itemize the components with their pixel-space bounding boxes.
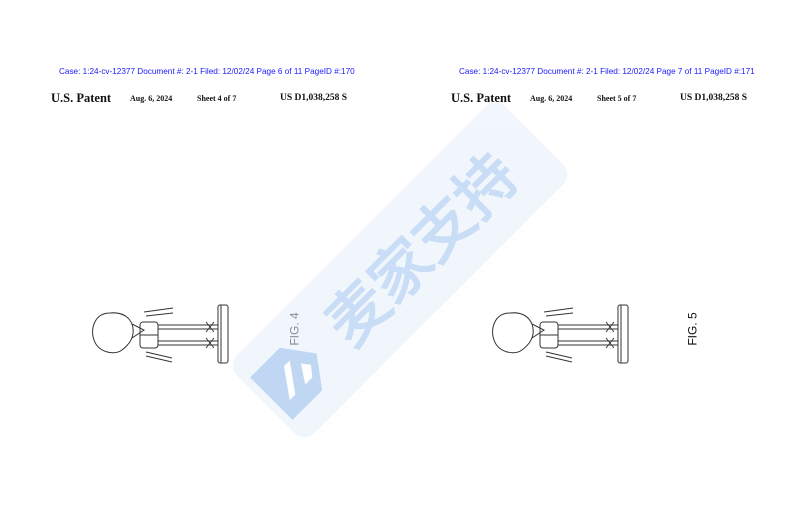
patent-title: U.S. Patent [451,91,512,105]
patent-header: U.S. Patent Aug. 6, 2024 Sheet 4 of 7 US… [51,91,351,107]
patent-sheet-left: Case: 1:24-cv-12377 Document #: 2-1 File… [51,67,355,364]
patent-date: Aug. 6, 2024 [130,94,173,103]
patent-date: Aug. 6, 2024 [530,94,573,103]
sheet-number: Sheet 4 of 7 [197,94,237,103]
patent-number: US D1,038,258 S [680,93,748,103]
figure-label: FIG. 4 [287,312,302,346]
figure-drawing [92,304,229,364]
figure-label: FIG. 5 [685,312,700,346]
patent-number: US D1,038,258 S [280,93,348,103]
case-header: Case: 1:24-cv-12377 Document #: 2-1 File… [59,67,355,76]
patent-title: U.S. Patent [51,91,112,105]
patent-header: U.S. Patent Aug. 6, 2024 Sheet 5 of 7 US… [451,91,751,107]
figure-drawing [492,304,629,364]
patent-sheet-right: Case: 1:24-cv-12377 Document #: 2-1 File… [400,0,800,520]
case-header: Case: 1:24-cv-12377 Document #: 2-1 File… [459,67,755,76]
sheet-number: Sheet 5 of 7 [597,94,637,103]
